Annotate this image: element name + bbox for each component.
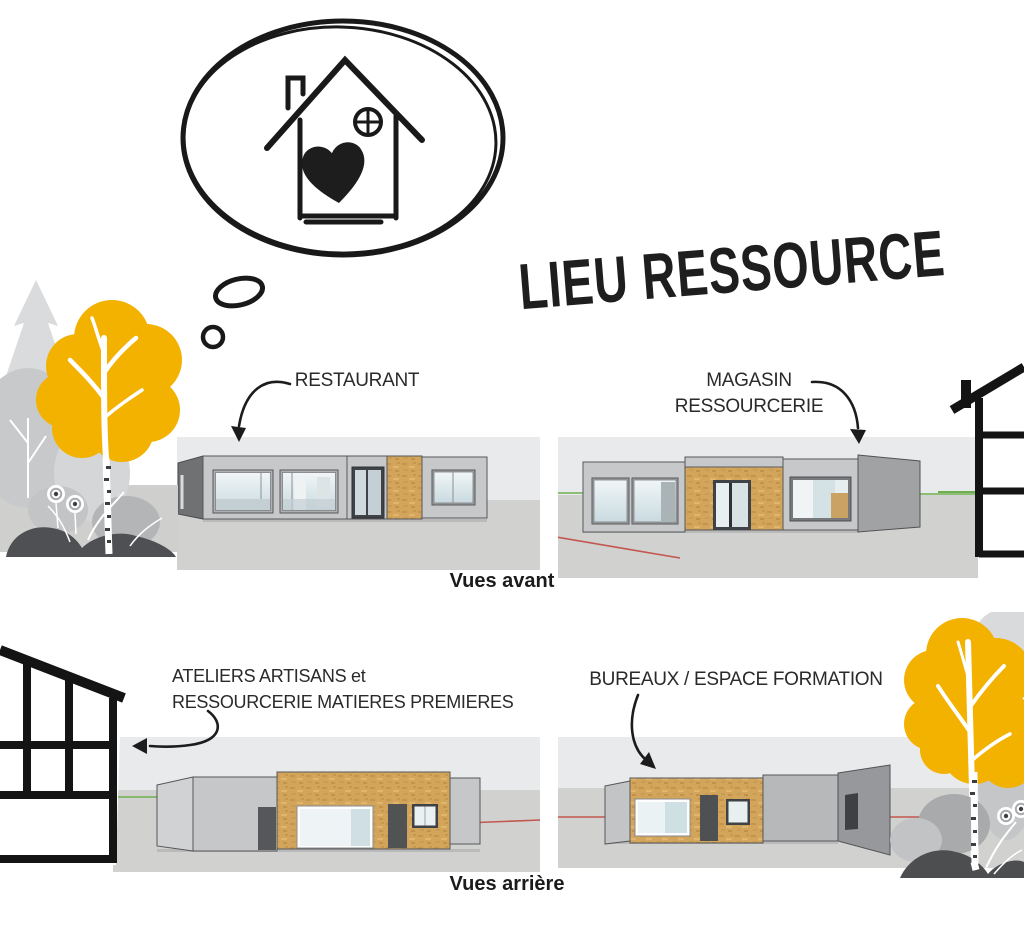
panel-magasin-view [558, 437, 978, 578]
building-outline-bottom-left [0, 645, 126, 865]
dark-bush [6, 527, 176, 557]
birch-canopy-icon [36, 300, 182, 462]
arrow-to-ateliers-icon [132, 709, 219, 754]
bureaux-building-render [558, 764, 1024, 856]
page-title: LIEU RESSOURCE [516, 217, 948, 324]
birch-trunk [102, 457, 113, 555]
panel-ateliers-view [113, 737, 540, 872]
label-magasin-line2: RESSOURCERIE [674, 396, 824, 417]
building-outline-top-right [938, 363, 1024, 558]
ateliers-building-render [113, 771, 540, 852]
label-ateliers: ATELIERS ARTISANS et RESSOURCERIE MATIER… [172, 663, 517, 715]
arrow-to-restaurant-icon [231, 380, 292, 442]
label-magasin: MAGASIN RESSOURCERIE [654, 368, 844, 420]
label-restaurant-line1: RESTAURANT [294, 370, 420, 391]
flower-icon [47, 485, 84, 535]
label-ateliers-line2: RESSOURCERIE MATIERES PREMIERES [172, 692, 514, 712]
bush [890, 818, 942, 862]
restaurant-building-render [177, 455, 488, 522]
birch-trunk [970, 771, 980, 871]
arrow-to-magasin-icon [810, 380, 866, 444]
magasin-building-render [558, 454, 978, 559]
thought-bubble-house-heart-icon [180, 18, 506, 350]
grass-blades [985, 821, 1023, 875]
caption-front-views: Vues avant [449, 570, 555, 592]
birch-branches [67, 316, 144, 461]
label-bureaux-line1: BUREAUX / ESPACE FORMATION [589, 669, 883, 690]
decor-trees-left [0, 280, 182, 557]
flower-icon [997, 800, 1024, 825]
caption-rear-views: Vues arrière [449, 873, 565, 895]
heart-icon [302, 142, 365, 203]
label-restaurant: RESTAURANT [277, 368, 437, 394]
panel-restaurant-view [177, 437, 540, 570]
birch-canopy-icon [904, 618, 1024, 788]
dark-bush [900, 850, 1024, 878]
decor-trees-right [890, 612, 1024, 878]
label-bureaux: BUREAUX / ESPACE FORMATION [586, 667, 886, 693]
label-magasin-line1: MAGASIN [706, 370, 792, 391]
label-ateliers-line1: ATELIERS ARTISANS et [172, 666, 366, 686]
arrow-to-bureaux-icon [630, 693, 656, 769]
